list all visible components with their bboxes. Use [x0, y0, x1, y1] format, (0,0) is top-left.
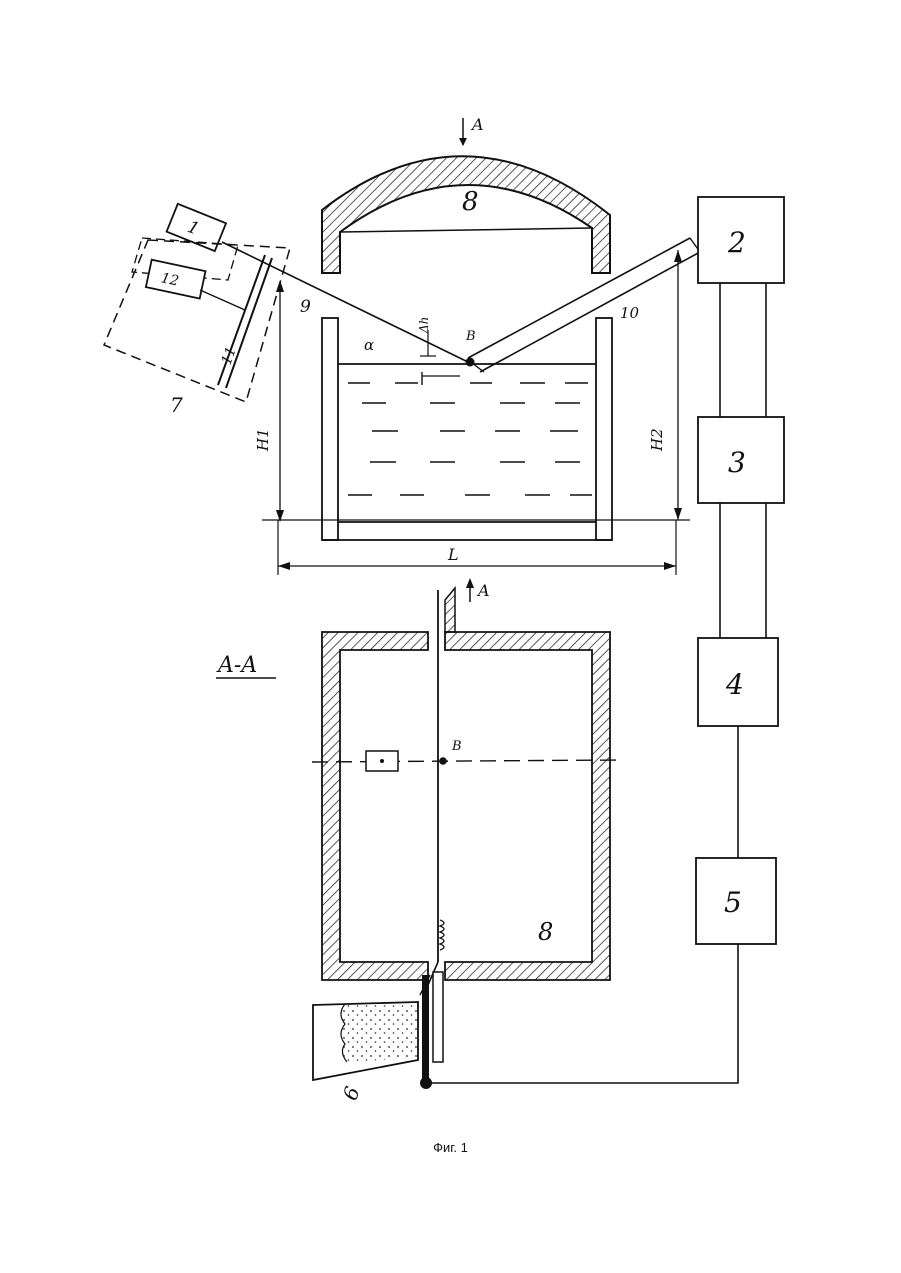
dome-number: 8 — [462, 187, 479, 217]
dimension-h2: H2 — [648, 250, 682, 520]
center-axis: B — [312, 739, 622, 771]
detector-box: 12 — [146, 260, 206, 299]
connector-2-3 — [720, 283, 766, 417]
hopper-number: 6 — [338, 1083, 365, 1103]
screen-plate: 11 — [200, 255, 272, 388]
arm-number: 10 — [620, 304, 640, 322]
section-title: A-A — [216, 653, 276, 678]
section-title-text: A-A — [216, 653, 257, 678]
point-b-label-bottom: B — [451, 739, 462, 754]
block-3: 3 — [698, 417, 784, 503]
chamber-number: 8 — [538, 918, 553, 946]
rod — [428, 590, 444, 1062]
screen-number: 11 — [219, 345, 240, 367]
section-arrow-top-label: A — [470, 115, 484, 134]
dimension-l: L — [262, 520, 690, 575]
connector-3-4 — [720, 503, 766, 638]
figure-caption: Фиг. 1 — [0, 1140, 901, 1155]
assembly-number: 7 — [170, 393, 183, 417]
delta-h-label: Δh — [417, 317, 431, 334]
block-4-number: 4 — [725, 668, 744, 701]
block-5: 5 — [696, 858, 776, 944]
dome-cover: 8 — [322, 156, 610, 273]
block-4: 4 — [698, 638, 778, 726]
chamber-section: 8 — [322, 588, 610, 980]
section-arrow-bottom-label: A — [476, 581, 490, 600]
point-b-label-top: B — [465, 329, 476, 344]
light-beam: 9 — [222, 242, 468, 362]
section-arrow-top: A — [459, 115, 484, 146]
liquid-level-lines — [348, 383, 592, 495]
delta-h-mark: Δh — [417, 317, 460, 385]
dimension-h1: H1 — [254, 280, 284, 522]
block-3-number: 3 — [728, 446, 746, 479]
angle-alpha-label: α — [364, 336, 374, 354]
sensor-arm: B 10 — [465, 238, 700, 372]
h2-label: H2 — [648, 428, 666, 452]
block-2: 2 — [698, 197, 784, 283]
block-2-number: 2 — [727, 226, 746, 259]
beam-number: 9 — [300, 297, 311, 317]
section-arrow-bottom: A — [466, 578, 490, 602]
l-label: L — [447, 545, 459, 564]
h1-label: H1 — [254, 428, 272, 452]
block-5-number: 5 — [724, 886, 742, 919]
feeder-hopper: 6 — [313, 975, 432, 1103]
